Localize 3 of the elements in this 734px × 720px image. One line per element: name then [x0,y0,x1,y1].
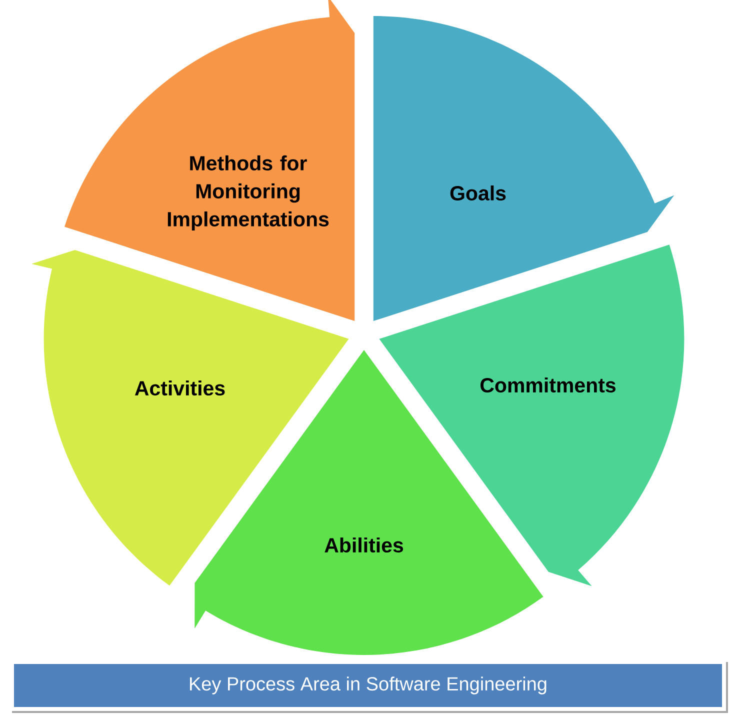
cycle-segment: Goals [373,16,674,322]
cycle-segment: Methods for Monitoring Implementations [64,0,355,322]
caption-bar: Key Process Area in Software Engineering [10,660,728,713]
